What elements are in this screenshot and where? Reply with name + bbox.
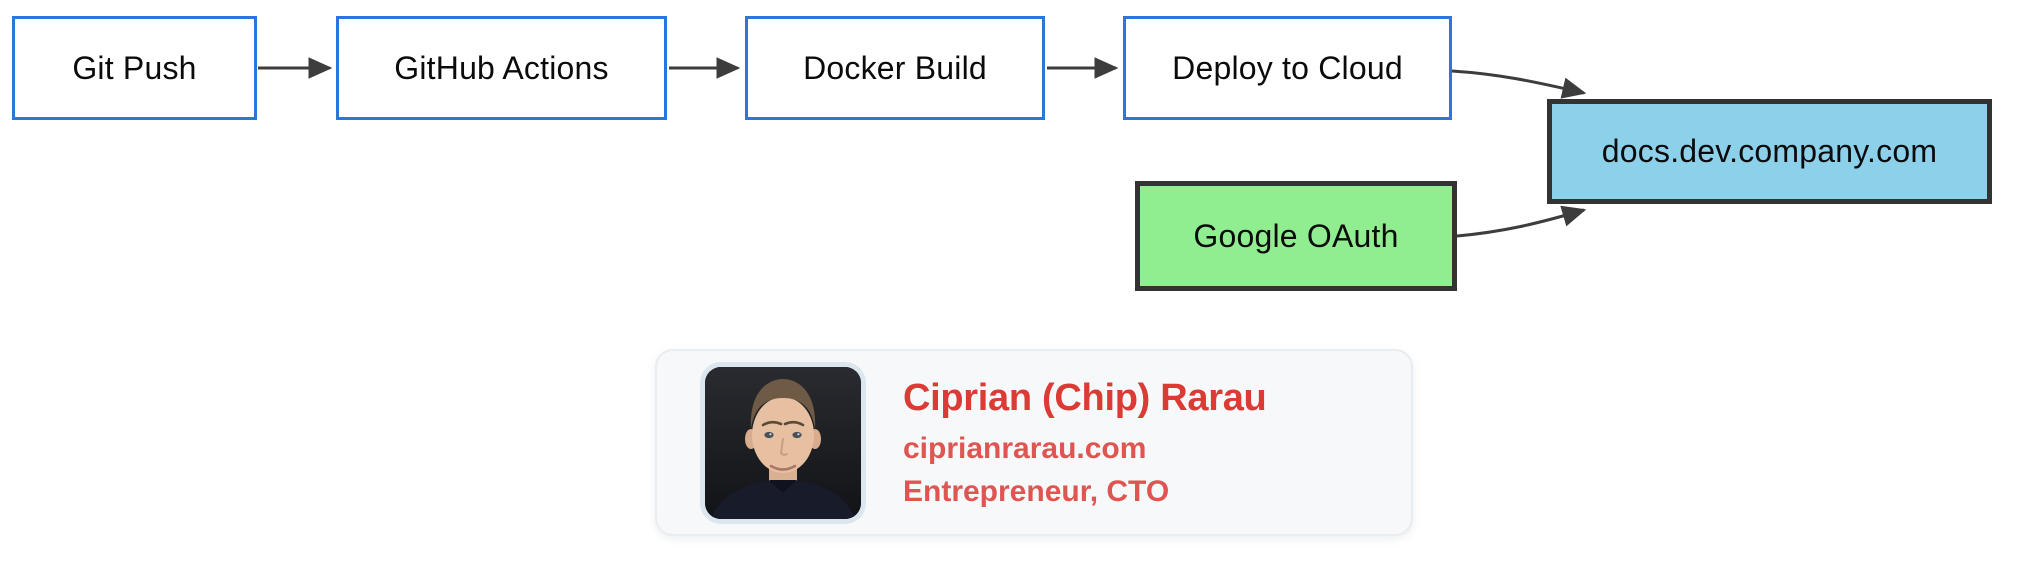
node-git-push: Git Push: [12, 16, 257, 120]
profile-role: Entrepreneur, CTO: [903, 475, 1170, 508]
node-deploy-to-cloud: Deploy to Cloud: [1123, 16, 1452, 120]
node-git-push-label: Git Push: [72, 49, 197, 86]
profile-card: Ciprian (Chip) Rarau ciprianrarau.com En…: [655, 349, 1413, 536]
profile-name: Ciprian (Chip) Rarau: [903, 377, 1267, 419]
edge-googleoauth-to-docssite: [1456, 205, 1587, 238]
node-docs-site-label: docs.dev.company.com: [1601, 133, 1938, 169]
node-docker-build-label: Docker Build: [803, 49, 987, 86]
profile-website-link[interactable]: ciprianrarau.com: [903, 432, 1147, 465]
profile-photo: [705, 366, 861, 519]
portrait-illustration: [705, 366, 861, 519]
node-github-actions-label: GitHub Actions: [394, 49, 609, 86]
node-deploy-to-cloud-label: Deploy to Cloud: [1172, 49, 1403, 86]
node-google-oauth-label: Google OAuth: [1193, 217, 1399, 254]
node-docs-site: docs.dev.company.com: [1547, 99, 1992, 204]
node-github-actions: GitHub Actions: [336, 16, 667, 120]
profile-text-block: Ciprian (Chip) Rarau ciprianrarau.com En…: [903, 377, 1267, 508]
node-google-oauth: Google OAuth: [1135, 181, 1457, 291]
node-docker-build: Docker Build: [745, 16, 1045, 120]
edge-deploy-to-docssite: [1451, 69, 1587, 99]
